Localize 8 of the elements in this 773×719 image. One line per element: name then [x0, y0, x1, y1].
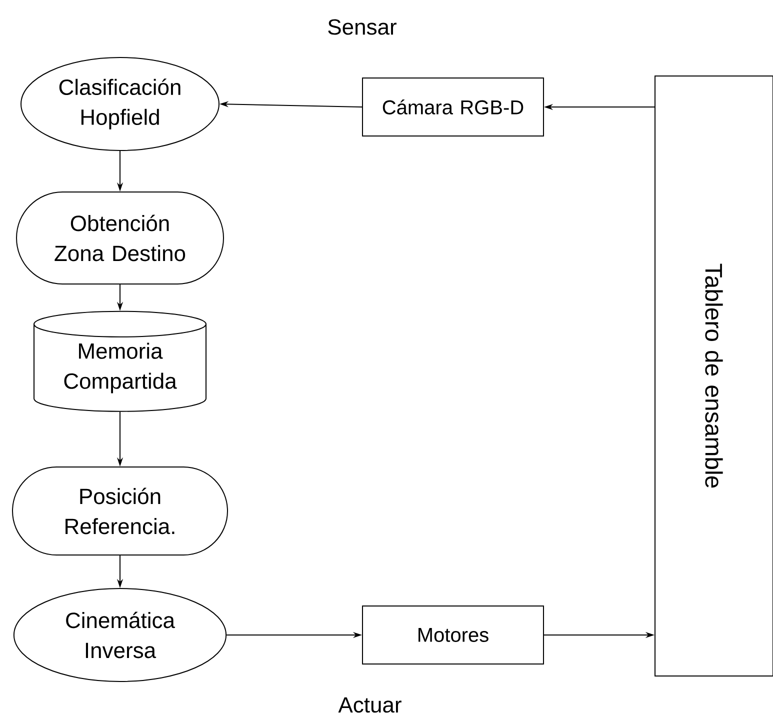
device-box: Cámara RGB-D — [362, 78, 544, 136]
section-label: Sensar — [328, 19, 396, 35]
section-label: Actuar — [338, 697, 402, 713]
board-box: Tablero de ensamble — [654, 76, 773, 676]
storage-cylinder: Memoria Compartida — [34, 310, 206, 412]
process-box: Obtención Zona Destino — [16, 192, 224, 284]
process-box: Posición Referencia. — [12, 466, 228, 556]
device-box: Motores — [362, 606, 544, 664]
